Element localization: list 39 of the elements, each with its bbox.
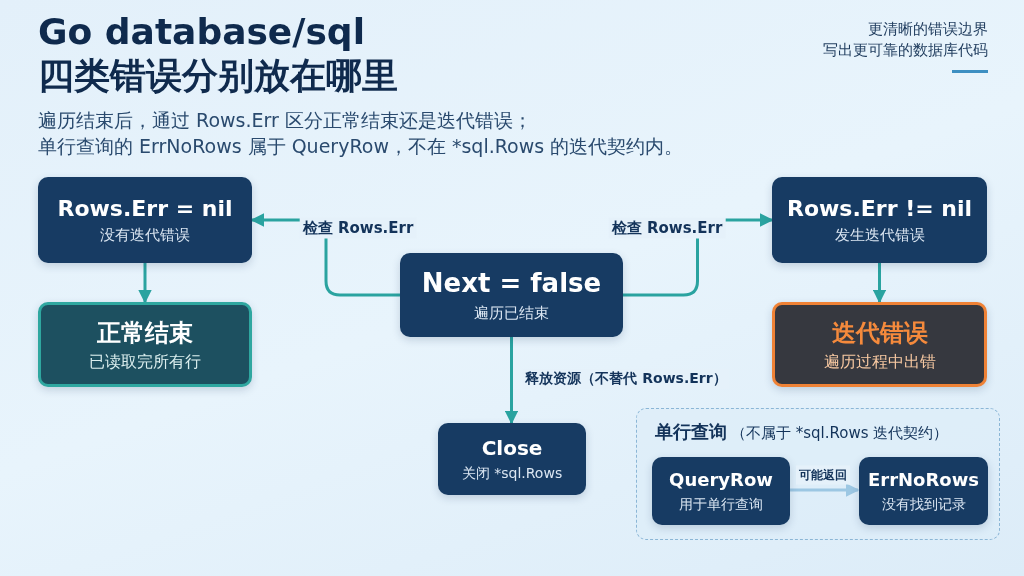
title: Go database/sql 四类错误分别放在哪里 bbox=[38, 10, 399, 98]
node-subtitle: 关闭 *sql.Rows bbox=[461, 464, 563, 483]
subtitle-text: 单行查询的 ErrNoRows 属于 QueryRow，不在 *sql.Rows 的迭代契约内。 bbox=[38, 134, 684, 159]
node-title: Next = false bbox=[421, 267, 602, 300]
node-title: Close bbox=[481, 435, 543, 461]
process-box bbox=[38, 177, 252, 263]
arrow bbox=[504, 337, 519, 425]
edge-label: 检查 Rows.Err bbox=[299, 217, 417, 239]
arrow bbox=[789, 483, 860, 497]
node-subtitle: 已读取完所有行 bbox=[89, 351, 201, 372]
edge-label: 检查 Rows.Err bbox=[608, 217, 726, 239]
process-box bbox=[400, 253, 623, 337]
tagline: 更清晰的错误边界 bbox=[867, 20, 988, 40]
node-title: 迭代错误 bbox=[831, 317, 928, 348]
node-subtitle: 用于单行查询 bbox=[679, 495, 763, 513]
node-subtitle: 遍历已结束 bbox=[474, 303, 549, 323]
process-box bbox=[772, 302, 987, 387]
subtitle-text: 遍历结束后，通过 Rows.Err 区分正常结束还是迭代错误； bbox=[38, 108, 532, 133]
node-subtitle: 没有找到记录 bbox=[881, 495, 966, 513]
edge-label: 可能返回 bbox=[796, 465, 850, 485]
tagline: 写出更可靠的数据库代码 bbox=[822, 41, 988, 61]
arrow bbox=[872, 263, 887, 304]
node-title: Rows.Err != nil bbox=[786, 194, 973, 223]
node-subtitle: 发生迭代错误 bbox=[834, 226, 925, 246]
process-box bbox=[652, 457, 790, 525]
node-subtitle: 没有迭代错误 bbox=[100, 226, 190, 246]
node-title: QueryRow bbox=[669, 469, 773, 492]
group-heading: 单行查询 bbox=[655, 421, 727, 444]
node-title: ErrNoRows bbox=[867, 469, 980, 492]
process-box bbox=[772, 177, 987, 263]
node-title: Rows.Err = nil bbox=[57, 194, 233, 223]
group-note: （不属于 *sql.Rows 迭代契约） bbox=[731, 424, 949, 443]
node-subtitle: 遍历过程中出错 bbox=[823, 351, 936, 372]
process-box bbox=[38, 302, 252, 387]
group-frame bbox=[636, 408, 1000, 540]
process-box bbox=[438, 423, 586, 495]
arrow bbox=[138, 263, 152, 304]
process-box bbox=[859, 457, 988, 525]
node-title: 正常结束 bbox=[97, 317, 193, 348]
